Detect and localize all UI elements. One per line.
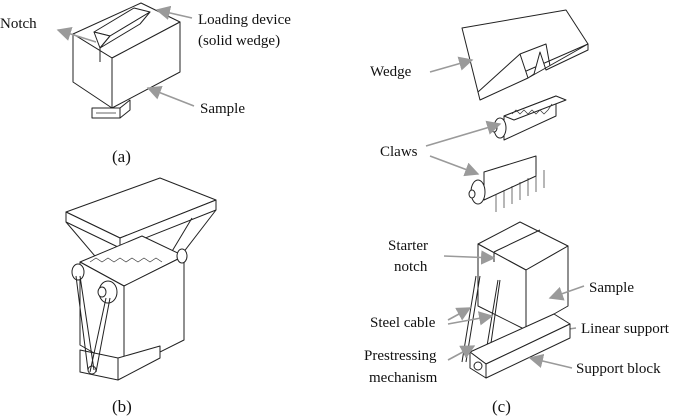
panel-b-claws	[71, 248, 188, 304]
label-support-block: Support block	[576, 361, 661, 377]
label-sample-a: Sample	[200, 101, 245, 117]
arrow-claws-upper	[425, 120, 502, 147]
panel-a	[72, 2, 181, 119]
panel-b-sample	[79, 235, 185, 371]
label-loading-device-sub: (solid wedge)	[198, 33, 280, 49]
arrow-support-block	[528, 353, 573, 369]
label-steel-cable: Steel cable	[370, 315, 436, 331]
panel-c-sample-cube	[477, 221, 569, 331]
arrow-steel-cable-2	[447, 311, 494, 326]
panel-c-support-block	[469, 313, 571, 379]
label-notch: Notch	[0, 16, 37, 32]
label-claws: Claws	[380, 144, 418, 160]
arrow-steel-cable	[447, 307, 472, 321]
caption-a: (a)	[112, 147, 131, 166]
arrow-starter-notch	[443, 250, 496, 265]
label-prestressing-sub: mechanism	[369, 370, 438, 386]
panel-c-claw-lower	[468, 155, 545, 212]
label-prestressing: Prestressing	[364, 348, 437, 364]
panel-a-support-block	[91, 99, 131, 119]
arrow-claws-lower	[429, 155, 480, 177]
arrow-notch	[56, 27, 97, 43]
caption-c: (c)	[492, 397, 511, 416]
caption-b: (b)	[112, 397, 132, 416]
label-starter-notch-sub: notch	[394, 259, 428, 275]
label-loading-device: Loading device	[198, 12, 291, 28]
arrow-wedge	[429, 56, 474, 73]
panel-c-claw-upper	[490, 95, 567, 141]
arrow-prestressing	[447, 345, 476, 361]
label-sample-c: Sample	[589, 280, 634, 296]
arrow-sample-a	[146, 86, 195, 107]
panel-b-support-block	[79, 345, 161, 381]
panel-c-wedge	[461, 9, 589, 101]
label-starter-notch: Starter	[388, 238, 428, 254]
label-linear-support: Linear support	[581, 321, 670, 337]
panel-a-wedge	[93, 7, 151, 49]
panel-b-cables	[75, 275, 111, 373]
panel-b	[65, 177, 217, 381]
arrow-loading-device	[155, 5, 193, 20]
label-wedge: Wedge	[370, 64, 412, 80]
arrow-sample-c	[548, 285, 585, 301]
